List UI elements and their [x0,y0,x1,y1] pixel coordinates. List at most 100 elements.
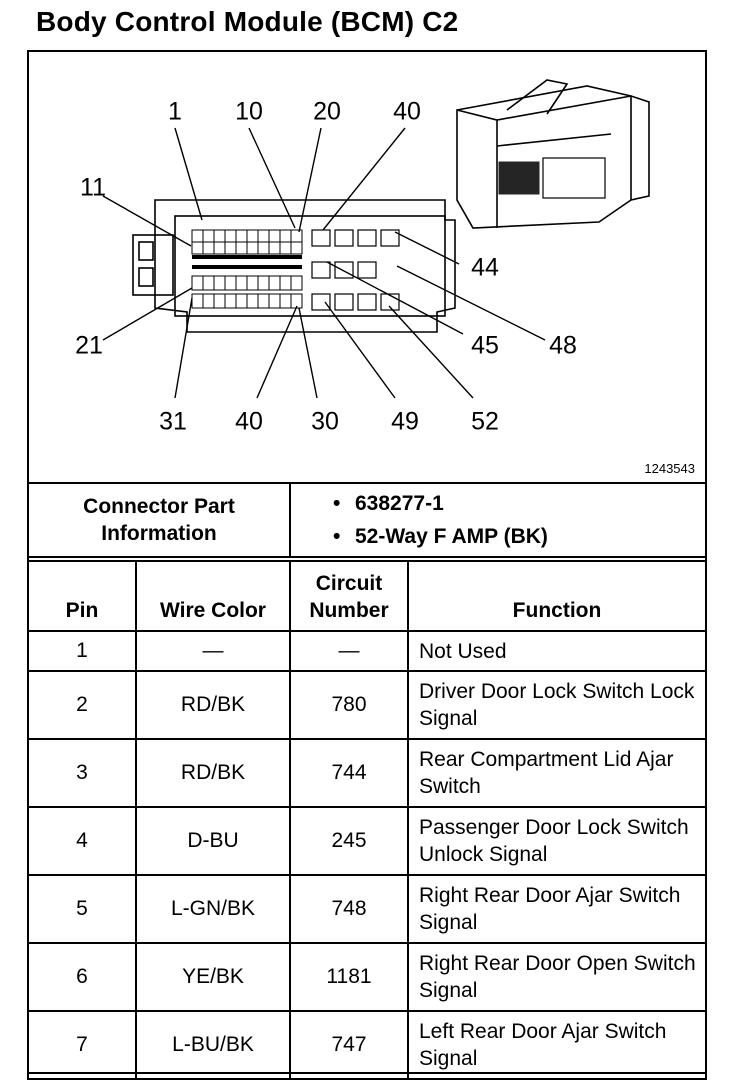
terminal-cavity [290,275,303,291]
terminal-cavity [246,293,259,309]
callout-44: 44 [471,253,499,282]
circuit-number-cell: — [289,630,409,672]
table-row: 1——Not Used [27,630,707,672]
pin-cell: 6 [27,942,137,1012]
circuit-number-cell: 748 [289,874,409,944]
terminal-cavity [311,261,331,279]
circuit-number-cell: 245 [289,806,409,876]
callout-30: 30 [311,407,339,436]
callout-49: 49 [391,407,419,436]
terminal-cavity [334,261,354,279]
terminal-cavity [202,241,215,255]
callout-1: 1 [168,97,182,126]
callout-leaders [102,127,546,399]
terminal-cavity [268,293,281,309]
terminal-cavity [224,241,237,255]
pin-cell: 3 [27,738,137,808]
function-cell: Left Rear Door Ajar Switch Signal [407,1010,707,1080]
function-cell: Rear Compartment Lid Ajar Switch [407,738,707,808]
circuit-number-cell: 747 [289,1010,409,1080]
terminal-cavity [191,293,204,309]
header-function: Function [407,560,707,632]
terminal-cavity [213,241,226,255]
callout-45: 45 [471,331,499,360]
function-cell: Not Used [407,630,707,672]
circuit-number-cell: 744 [289,738,409,808]
connector-latch [132,234,174,296]
function-cell: Driver Door Lock Switch Lock Signal [407,670,707,740]
terminal-row-divider [192,255,302,259]
terminal-cavity [311,293,331,311]
terminal-cavity [357,293,377,311]
wire-color-cell: YE/BK [135,942,291,1012]
wire-color-cell: RD/BK [135,670,291,740]
terminal-cavity [279,241,292,255]
header-wire-color: Wire Color [135,560,291,632]
connector-info-item: •52-Way F AMP (BK) [333,525,548,548]
callout-52: 52 [471,407,499,436]
callout-40-top: 40 [393,97,421,126]
terminal-cavity [202,293,215,309]
function-cell: Right Rear Door Ajar Switch Signal [407,874,707,944]
terminal-cavity [257,241,270,255]
pin-cell: 7 [27,1010,137,1080]
terminal-cavity [191,275,204,291]
terminal-cavity [290,241,303,255]
terminal-cavity [246,275,259,291]
pinout-table: Pin Wire Color Circuit Number Function 1… [27,560,707,1080]
terminal-cavity [235,293,248,309]
header-circuit-number: Circuit Number [289,560,409,632]
terminal-cavity [224,293,237,309]
wire-color-cell: L-BU/BK [135,1010,291,1080]
header-pin: Pin [27,560,137,632]
pin-cell: 2 [27,670,137,740]
pin-cell: 5 [27,874,137,944]
connector-info-label: Connector Part Information [27,482,291,558]
wire-color-cell: RD/BK [135,738,291,808]
function-cell: Passenger Door Lock Switch Unlock Signal [407,806,707,876]
terminal-cavity [357,261,377,279]
terminal-cavity [202,275,215,291]
callout-31: 31 [159,407,187,436]
terminal-cavity [311,229,331,247]
terminal-cavity [334,293,354,311]
connector-isometric-sketch [456,79,650,229]
terminal-cavity [191,241,204,255]
terminal-cavity [380,229,400,247]
wire-color-cell: D-BU [135,806,291,876]
callout-48: 48 [549,331,577,360]
connector-info-values: •638277-1 •52-Way F AMP (BK) [289,482,707,558]
terminal-cavity [357,229,377,247]
table-header-row: Pin Wire Color Circuit Number Function [27,560,707,632]
terminal-cavity [257,275,270,291]
callout-10: 10 [235,97,263,126]
terminal-cavity [257,293,270,309]
pin-cell: 1 [27,630,137,672]
callout-21: 21 [75,331,103,360]
circuit-number-cell: 1181 [289,942,409,1012]
connector-part-information: Connector Part Information •638277-1 •52… [27,482,707,558]
circuit-number-cell: 780 [289,670,409,740]
pin-cell: 4 [27,806,137,876]
figure-reference-number: 1243543 [644,461,695,476]
terminal-cavity [213,293,226,309]
terminal-cavity [224,275,237,291]
terminal-cavity [334,229,354,247]
connector-housing [154,199,456,333]
terminal-cavity [235,275,248,291]
callout-40-bottom: 40 [235,407,263,436]
terminal-cavity [279,293,292,309]
connector-face-drawing [102,79,650,399]
connector-diagram: 1 10 20 40 11 44 21 45 48 31 40 30 49 52… [27,50,707,482]
callout-20: 20 [313,97,341,126]
wire-color-cell: L-GN/BK [135,874,291,944]
callout-11: 11 [80,173,106,202]
wire-color-cell: — [135,630,291,672]
terminal-cavity [246,241,259,255]
